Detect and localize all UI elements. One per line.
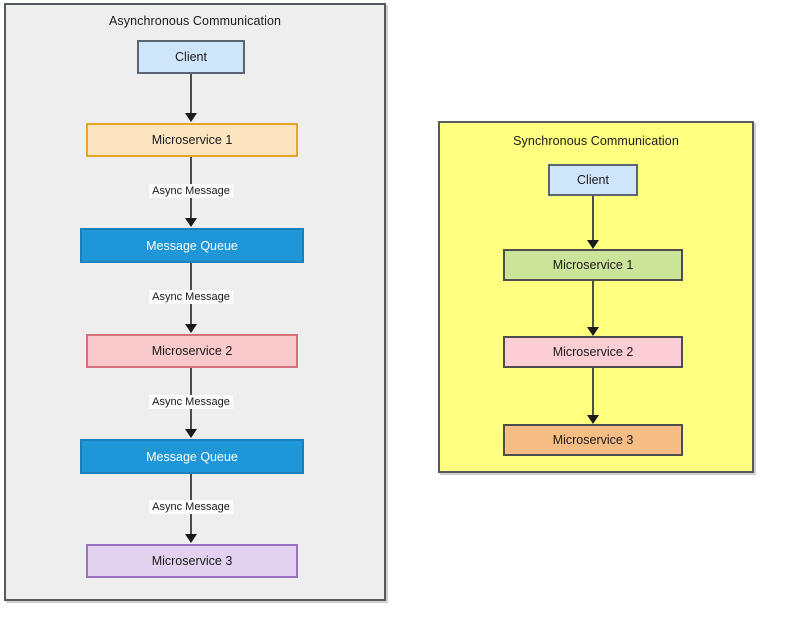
async-node-microservice-1-label: Microservice 1 — [151, 133, 233, 147]
arrowhead-message-queue-2-to-microservice-3 — [185, 534, 197, 543]
sync-node-client-label: Client — [577, 173, 609, 187]
arrowhead-message-queue-1-to-microservice-2 — [185, 324, 197, 333]
arrowhead-microservice-2-to-message-queue-2 — [185, 429, 197, 438]
arrowhead-microservice-1-to-message-queue-1 — [185, 218, 197, 227]
arrowhead-client-to-microservice-1 — [185, 113, 197, 122]
async-node-message-queue-1-label: Message Queue — [146, 238, 238, 253]
async-panel-title: Asynchronous Communication — [108, 14, 282, 28]
edge-label-message-queue-2-to-microservice-3: Async Message — [149, 500, 233, 514]
async-node-microservice-1[interactable]: Microservice 1 — [86, 123, 298, 157]
async-node-client-label: Client — [175, 50, 207, 64]
async-node-microservice-2[interactable]: Microservice 2 — [86, 334, 298, 368]
async-node-message-queue-2-label: Message Queue — [146, 449, 238, 464]
edge-label-microservice-1-to-message-queue-1: Async Message — [149, 184, 233, 198]
async-node-client[interactable]: Client — [137, 40, 245, 74]
sync-node-microservice-3-label: Microservice 3 — [552, 433, 634, 447]
async-node-message-queue-1[interactable]: Message Queue — [80, 228, 304, 263]
sync-node-microservice-2[interactable]: Microservice 2 — [503, 336, 683, 368]
async-node-microservice-3-label: Microservice 3 — [151, 554, 233, 568]
edge-label-message-queue-1-to-microservice-2: Async Message — [149, 290, 233, 304]
async-node-microservice-3[interactable]: Microservice 3 — [86, 544, 298, 578]
sync-panel-title: Synchronous Communication — [513, 134, 679, 148]
sync-node-microservice-3[interactable]: Microservice 3 — [503, 424, 683, 456]
edge-label-microservice-2-to-message-queue-2: Async Message — [149, 395, 233, 409]
connector-client-to-microservice-1 — [190, 74, 192, 115]
sync-node-microservice-1-label: Microservice 1 — [552, 258, 634, 272]
arrowhead-sync-microservice-2-to-microservice-3 — [587, 415, 599, 424]
async-node-microservice-2-label: Microservice 2 — [151, 344, 233, 358]
arrowhead-sync-client-to-microservice-1 — [587, 240, 599, 249]
connector-sync-client-to-microservice-1 — [592, 196, 594, 242]
sync-node-microservice-1[interactable]: Microservice 1 — [503, 249, 683, 281]
sync-node-client[interactable]: Client — [548, 164, 638, 196]
async-node-message-queue-2[interactable]: Message Queue — [80, 439, 304, 474]
sync-node-microservice-2-label: Microservice 2 — [552, 345, 634, 359]
arrowhead-sync-microservice-1-to-microservice-2 — [587, 327, 599, 336]
connector-sync-microservice-2-to-microservice-3 — [592, 368, 594, 416]
connector-sync-microservice-1-to-microservice-2 — [592, 281, 594, 328]
